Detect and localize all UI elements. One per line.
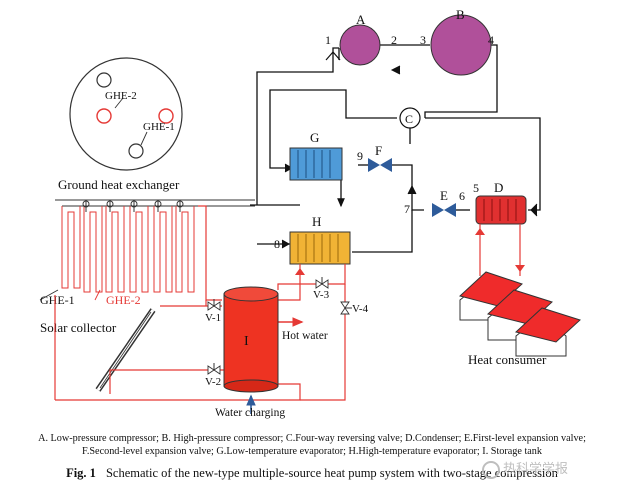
flow-arrow: [281, 239, 291, 249]
ground-heat-exchanger-label: Ground heat exchanger: [58, 177, 180, 192]
svg-text:E: E: [440, 188, 448, 203]
ground-heat-exchanger: Ground heat exchanger GHE-1 GHE-2: [39, 177, 255, 307]
state-point-2: 2: [391, 33, 397, 47]
svg-text:F: F: [375, 143, 382, 158]
state-point-5: 5: [473, 181, 479, 195]
borehole-plan-view: GHE-2 GHE-1: [69, 57, 183, 171]
svg-text:V-1: V-1: [205, 312, 221, 324]
state-point-3: 3: [420, 33, 426, 47]
flow-arrow: [295, 268, 305, 275]
state-point-8: 8: [274, 237, 280, 251]
svg-text:I: I: [244, 334, 249, 349]
water-charging-label: Water charging: [215, 407, 285, 419]
solar-collector-label: Solar collector: [40, 320, 117, 335]
storage-tank-i: I: [223, 286, 279, 393]
state-point-1: 1: [325, 33, 331, 47]
flow-arrow: [325, 51, 341, 61]
house: [514, 307, 581, 357]
flow-arrow: [407, 184, 417, 195]
svg-text:D: D: [494, 180, 503, 195]
legend-line-1: A. Low-pressure compressor; B. High-pres…: [38, 433, 586, 444]
figure-number: Fig. 1: [66, 466, 96, 480]
ghe2-plan-label: GHE-2: [105, 90, 137, 102]
svg-text:A: A: [356, 12, 366, 27]
solar-collector: Solar collector: [40, 308, 156, 392]
flow-arrow: [390, 65, 401, 75]
state-point-7: 7: [404, 202, 410, 216]
svg-text:V-2: V-2: [205, 376, 221, 388]
low-temperature-evaporator-g: G: [289, 130, 343, 181]
state-point-6: 6: [459, 189, 465, 203]
compressor-a: A: [339, 12, 381, 66]
ghe2-label: GHE-2: [106, 293, 141, 307]
svg-text:G: G: [310, 130, 319, 145]
water-pipes: [54, 224, 521, 401]
valve-v4: V-4: [340, 301, 369, 315]
state-point-4: 4: [488, 33, 494, 47]
figure-caption: Fig. 1 Schematic of the new-type multiple…: [6, 466, 618, 481]
ghe1-label: GHE-1: [40, 293, 75, 307]
svg-text:H: H: [312, 214, 321, 229]
hot-water-label: Hot water: [282, 330, 328, 342]
wechat-logo-icon: [482, 460, 500, 479]
condenser-d: D: [475, 180, 527, 225]
compressor-b: B: [430, 7, 492, 76]
flow-arrow: [475, 228, 485, 235]
watermark-text: 热科学学报: [503, 462, 569, 477]
refrigerant-pipes: [250, 44, 541, 253]
svg-text:B: B: [456, 7, 465, 22]
legend-line-2: F.Second-level expansion valve; G.Low-te…: [82, 446, 542, 457]
svg-text:V-3: V-3: [313, 289, 330, 301]
expansion-valve-f: F: [368, 143, 392, 172]
valve-v3: V-3: [313, 277, 330, 301]
valve-v2: V-2: [205, 363, 221, 388]
four-way-valve-c: C: [399, 107, 421, 129]
watermark: 热科学学报: [482, 458, 568, 479]
high-temperature-evaporator-h: H: [289, 214, 351, 265]
svg-text:C: C: [405, 112, 413, 126]
ghe1-plan-label: GHE-1: [143, 121, 175, 133]
flow-arrow: [515, 265, 525, 272]
heat-consumer-label: Heat consumer: [468, 352, 547, 367]
valve-v1: V-1: [205, 299, 221, 324]
svg-text:V-4: V-4: [352, 303, 369, 315]
expansion-valve-e: E: [432, 188, 456, 217]
state-point-9: 9: [357, 149, 363, 163]
heat-consumer-houses: Heat consumer: [458, 271, 581, 367]
figure-title: Schematic of the new-type multiple-sourc…: [105, 466, 558, 480]
flow-arrow: [530, 203, 538, 217]
